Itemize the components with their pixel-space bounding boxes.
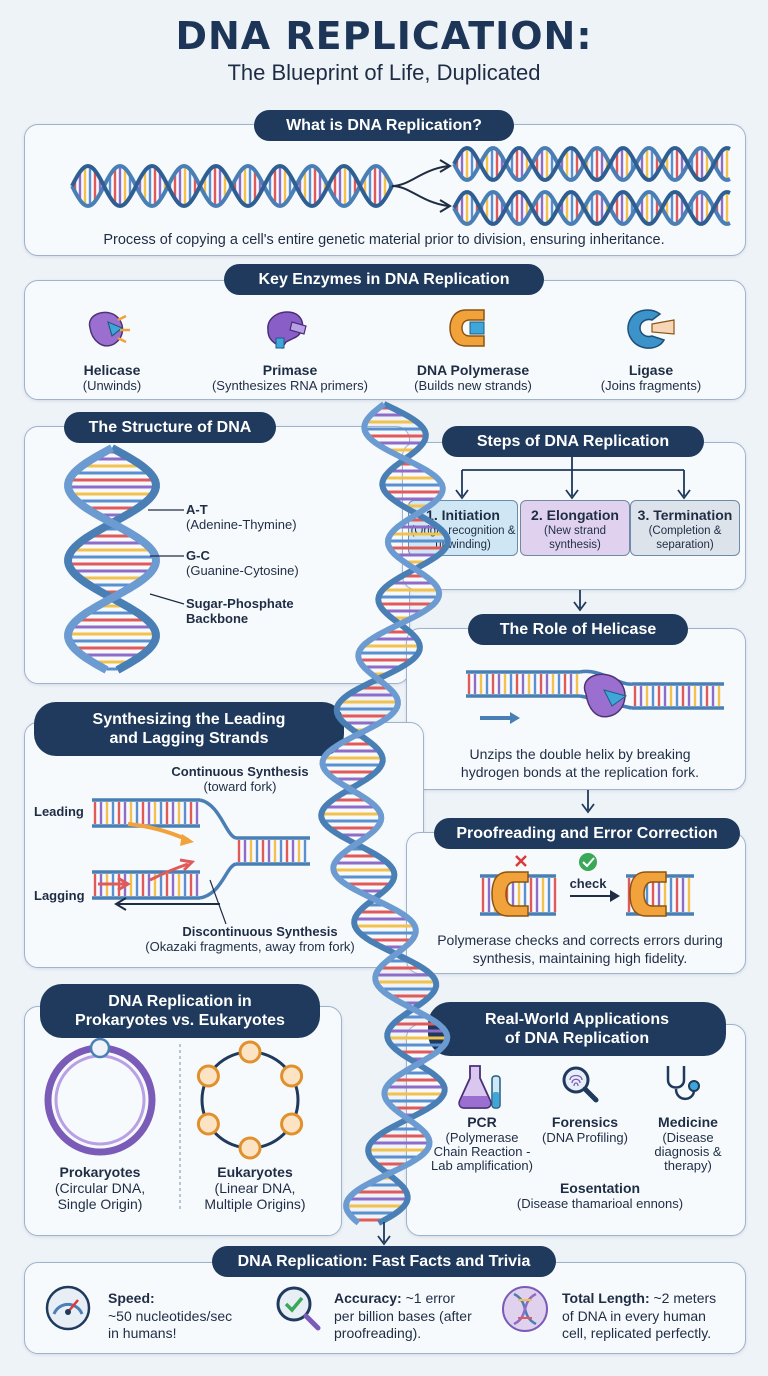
step-elongation-title: 2. Elongation bbox=[531, 507, 619, 523]
fact-accuracy-text-1: per billion bases (after bbox=[334, 1307, 472, 1324]
step-initiation: 1. Initiation (Origin recognition & unwi… bbox=[408, 500, 518, 556]
app-extra-label: Eosentation bbox=[559, 1180, 641, 1196]
helicase-role-desc-1: Unzips the double helix by breaking bbox=[469, 746, 691, 762]
structure-label-at-sub: (Adenine-Thymine) bbox=[186, 517, 297, 532]
fact-length: Total Length: ~2 meters of DNA in every … bbox=[562, 1290, 742, 1343]
app-pcr-sub-3: Lab amplification) bbox=[431, 1158, 533, 1173]
continuous-synthesis-label: Continuous Synthesis bbox=[171, 764, 309, 779]
step-termination-desc: (Completion & separation) bbox=[648, 525, 722, 551]
structure-label-backbone-sub: Backbone bbox=[186, 611, 249, 626]
applications-heading-line1: Real-World Applications bbox=[484, 1011, 669, 1028]
continuous-synthesis-sub: (toward fork) bbox=[203, 779, 277, 794]
helicase-role-heading: The Role of Helicase bbox=[468, 614, 688, 646]
app-medicine-sub-1: (Disease bbox=[662, 1130, 714, 1145]
structure-panel bbox=[24, 426, 410, 684]
enzyme-name-helicase: Helicase bbox=[83, 362, 141, 378]
enzyme-role-helicase: (Unwinds) bbox=[82, 378, 142, 393]
enzymes-panel bbox=[24, 280, 746, 400]
fact-speed-text-2: in humans! bbox=[108, 1325, 177, 1341]
applications-heading: Real-World Applications of DNA Replicati… bbox=[428, 1002, 726, 1057]
pro-eu-heading-line2: Prokaryotes vs. Eukaryotes bbox=[75, 1012, 285, 1030]
fact-accuracy-text-0: ~1 error bbox=[401, 1290, 456, 1306]
fact-length-text-0: ~2 meters bbox=[649, 1290, 717, 1306]
helicase-icon bbox=[88, 311, 130, 347]
applications-heading-line2: of DNA Replication bbox=[504, 1030, 650, 1048]
proofreading-desc-2: synthesis, maintaining high fidelity. bbox=[472, 950, 688, 966]
discontinuous-synthesis-label: Discontinuous Synthesis bbox=[182, 924, 338, 939]
fact-length-label: Total Length: bbox=[562, 1290, 650, 1306]
structure-label-backbone: Sugar-Phosphate bbox=[186, 596, 294, 611]
app-pcr-label: PCR bbox=[467, 1114, 497, 1130]
what-is-description: Process of copying a cell's entire genet… bbox=[103, 232, 665, 248]
app-pcr-sub-1: (Polymerase bbox=[445, 1130, 519, 1145]
enzyme-role-ligase: (Joins fragments) bbox=[600, 378, 702, 393]
ligase-icon bbox=[627, 309, 675, 349]
fact-speed-text-1: ~50 nucleotides/sec bbox=[108, 1307, 233, 1324]
helicase-role-desc-2: hydrogen bonds at the replication fork. bbox=[460, 764, 700, 780]
enzyme-role-primase: (Synthesizes RNA primers) bbox=[211, 378, 369, 393]
applications-panel bbox=[406, 1024, 746, 1236]
enzyme-name-primase: Primase bbox=[262, 362, 318, 378]
forensics-magnifier-icon bbox=[562, 1066, 599, 1103]
what-is-heading: What is DNA Replication? bbox=[254, 110, 514, 142]
step-initiation-desc: (Origin recognition & unwinding) bbox=[410, 525, 516, 551]
step-elongation-desc: (New strand synthesis) bbox=[544, 525, 606, 551]
dna-length-icon bbox=[502, 1286, 548, 1332]
discontinuous-synthesis-sub: (Okazaki fragments, away from fork) bbox=[145, 939, 355, 954]
accuracy-magnifier-icon bbox=[276, 1286, 321, 1331]
strands-heading: Synthesizing the Leading and Lagging Str… bbox=[34, 702, 344, 757]
step-initiation-title: 1. Initiation bbox=[426, 507, 500, 523]
app-forensics-label: Forensics bbox=[551, 1114, 619, 1130]
enzyme-name-dna-polymerase: DNA Polymerase bbox=[416, 362, 530, 378]
prokaryotes-sub-1: (Circular DNA, bbox=[54, 1180, 146, 1196]
medicine-stethoscope-icon bbox=[666, 1066, 700, 1101]
leading-strand-label: Leading bbox=[34, 804, 84, 819]
fact-accuracy: Accuracy: ~1 error per billion bases (af… bbox=[334, 1290, 514, 1343]
app-forensics-sub: (DNA Profiling) bbox=[542, 1130, 628, 1145]
prokaryotes-label: Prokaryotes bbox=[59, 1164, 141, 1180]
fact-length-text-2: cell, replicated perfectly. bbox=[562, 1325, 712, 1341]
primase-icon bbox=[267, 311, 307, 350]
fact-speed-label: Speed: bbox=[108, 1290, 155, 1306]
fact-length-text-1: of DNA in every human bbox=[562, 1307, 706, 1324]
step-termination-title: 3. Termination bbox=[637, 507, 733, 523]
app-medicine-sub-3: therapy) bbox=[664, 1158, 712, 1173]
app-extra-sub: (Disease thamarioal ennons) bbox=[516, 1196, 684, 1211]
proofreading-heading: Proofreading and Error Correction bbox=[434, 818, 740, 850]
fact-speed: Speed: ~50 nucleotides/sec in humans! bbox=[108, 1290, 268, 1343]
eukaryotes-label: Eukaryotes bbox=[217, 1164, 293, 1180]
enzyme-name-ligase: Ligase bbox=[628, 362, 674, 378]
dna-polymerase-icon bbox=[449, 309, 485, 347]
page-subtitle: The Blueprint of Life, Duplicated bbox=[227, 60, 541, 85]
pro-eu-heading-line1: DNA Replication in bbox=[108, 993, 252, 1010]
step-termination: 3. Termination (Completion & separation) bbox=[630, 500, 740, 556]
structure-label-gc: G-C bbox=[186, 548, 210, 563]
strands-heading-line2: and Lagging Strands bbox=[109, 730, 269, 748]
pcr-flask-icon bbox=[458, 1065, 501, 1109]
lagging-strand-label: Lagging bbox=[34, 888, 85, 903]
strands-heading-line1: Synthesizing the Leading bbox=[92, 711, 286, 728]
prokaryotes-sub-2: Single Origin) bbox=[57, 1196, 143, 1212]
structure-label-at: A-T bbox=[186, 502, 208, 517]
proofreading-check-label: check bbox=[569, 876, 607, 891]
pro-eu-heading: DNA Replication in Prokaryotes vs. Eukar… bbox=[40, 984, 320, 1039]
app-pcr-sub-2: Chain Reaction - bbox=[433, 1144, 531, 1159]
eukaryotes-sub-2: Multiple Origins) bbox=[204, 1196, 306, 1212]
fact-accuracy-text-2: proofreading). bbox=[334, 1325, 422, 1341]
eukaryotes-sub-1: (Linear DNA, bbox=[214, 1180, 296, 1196]
enzyme-role-dna-polymerase: (Builds new strands) bbox=[414, 378, 532, 393]
proofreading-desc-1: Polymerase checks and corrects errors du… bbox=[437, 932, 723, 948]
fact-accuracy-label: Accuracy: bbox=[334, 1290, 402, 1306]
app-medicine-label: Medicine bbox=[658, 1114, 718, 1130]
structure-heading: The Structure of DNA bbox=[64, 412, 276, 444]
structure-label-gc-sub: (Guanine-Cytosine) bbox=[186, 563, 299, 578]
enzymes-heading: Key Enzymes in DNA Replication bbox=[224, 264, 544, 296]
speedometer-icon bbox=[45, 1285, 91, 1331]
app-medicine-sub-2: diagnosis & bbox=[654, 1144, 722, 1159]
facts-heading: DNA Replication: Fast Facts and Trivia bbox=[212, 1246, 556, 1278]
step-elongation: 2. Elongation (New strand synthesis) bbox=[520, 500, 630, 556]
page-title: DNA REPLICATION: bbox=[175, 14, 593, 58]
steps-heading: Steps of DNA Replication bbox=[442, 426, 704, 458]
